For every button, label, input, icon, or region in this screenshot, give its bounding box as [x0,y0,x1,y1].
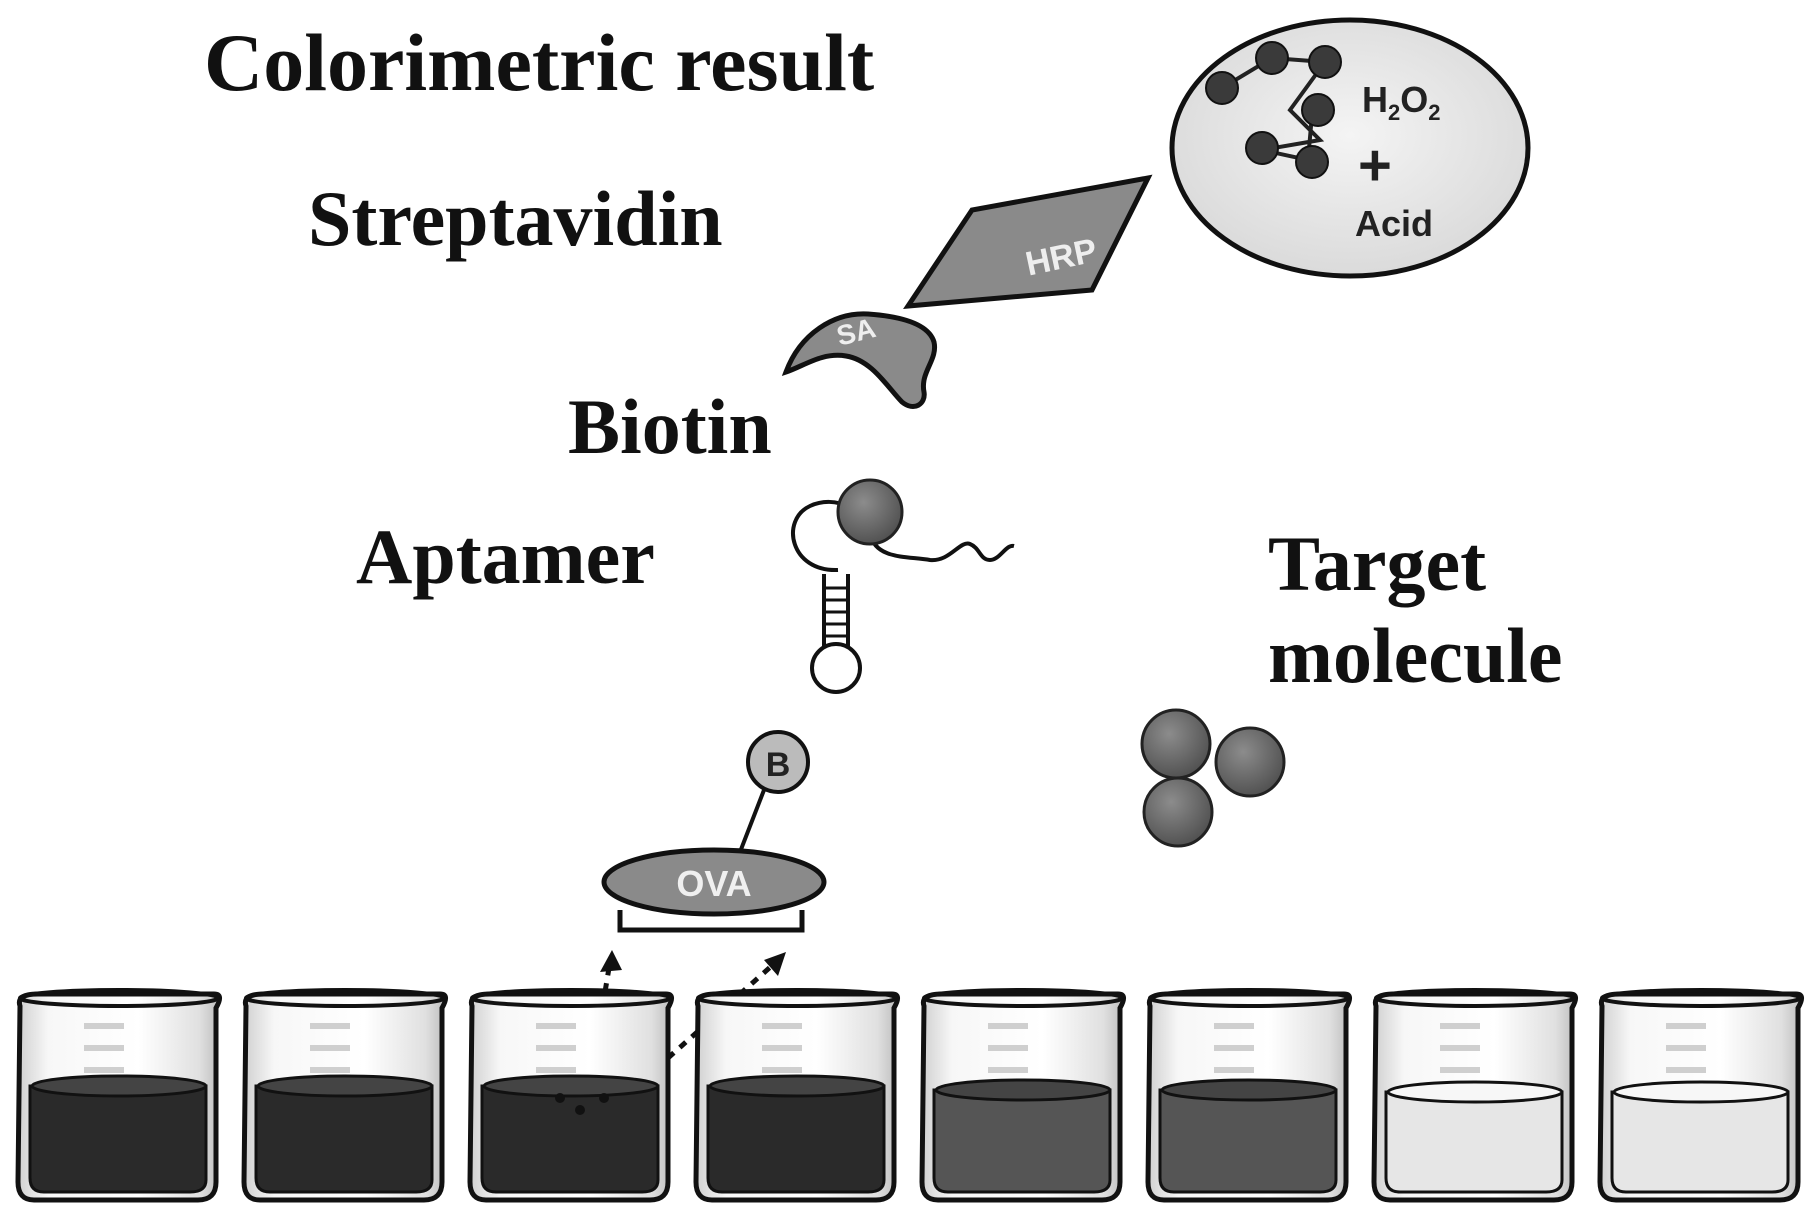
hrp-enzyme: HRP [903,174,1153,309]
beaker-4 [693,988,900,1203]
beaker-liquid [480,1084,660,1194]
beaker-5 [919,988,1126,1203]
beaker-8 [1597,988,1804,1203]
beaker-7 [1371,988,1578,1203]
beaker-liquid [254,1084,434,1194]
beaker-1 [15,988,222,1203]
target-label-line1: Target [1268,520,1487,607]
beaker-liquid [1610,1090,1790,1194]
svg-text:H2O2: H2O2 [1362,79,1441,125]
target-label-line2: molecule [1268,612,1563,700]
h2o2-sub2: 2 [1428,100,1440,125]
beaker-2 [241,988,448,1203]
aptamer-structure [791,478,1015,694]
h2o2-o: O [1400,79,1428,120]
target-molecule-icon [1142,776,1214,848]
target-molecule-label: Target molecule [1268,518,1563,702]
ova-label: OVA [676,863,751,904]
streptavidin-label: Streptavidin [308,175,723,262]
plus-sign: + [1358,133,1392,198]
enzyme-cluster-icon [1205,41,1342,179]
beaker-liquid [1384,1090,1564,1194]
beaker-liquid [932,1088,1112,1194]
target-molecule-icon [1214,726,1286,798]
target-molecules [1140,708,1286,848]
biotin-ball-icon [746,730,810,794]
aptamer-label: Aptamer [356,513,655,600]
beaker-liquid [1158,1088,1338,1194]
diagram-title: Colorimetric result [204,17,875,108]
substrate-circle: H2O2 + Acid [1169,17,1531,279]
h2o2-h: H [1362,79,1388,120]
streptavidin-shape: SA [781,311,938,409]
beaker-6 [1145,988,1352,1203]
bound-target-molecule-icon [836,478,904,546]
beaker-row [15,988,1804,1203]
aptamer-loop-icon [810,642,862,694]
acid-label: Acid [1355,203,1433,244]
biotin-label: Biotin [568,383,772,470]
h2o2-sub1: 2 [1388,100,1400,125]
beaker-liquid [706,1084,886,1194]
target-molecule-icon [1140,708,1212,780]
beaker-liquid [28,1084,208,1194]
beaker-3 [467,988,674,1203]
biotin-b-label: B [766,746,791,784]
